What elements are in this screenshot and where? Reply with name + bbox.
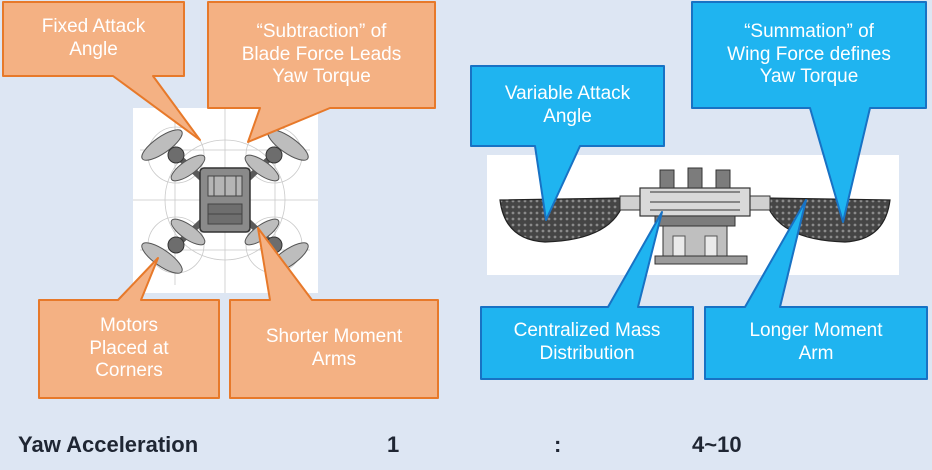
- callout-shorter-arms-shape: [229, 227, 439, 399]
- callout-centralized-shape: [480, 211, 694, 380]
- quadrotor-image: [133, 108, 318, 293]
- callout-fixed-attack-shape: [2, 1, 201, 141]
- ratio-right-value: 4~10: [692, 432, 742, 457]
- callout-subtraction-shape: [207, 1, 436, 143]
- ratio-left-value: 1: [387, 432, 400, 457]
- metric-label: Yaw Acceleration: [18, 432, 199, 457]
- ratio-separator: :: [554, 432, 562, 457]
- callout-motors-shape: [38, 257, 220, 399]
- callout-longer-arm-shape: [704, 199, 928, 380]
- callout-variable-attack-shape: [470, 65, 665, 221]
- callout-summation-shape: [691, 1, 927, 223]
